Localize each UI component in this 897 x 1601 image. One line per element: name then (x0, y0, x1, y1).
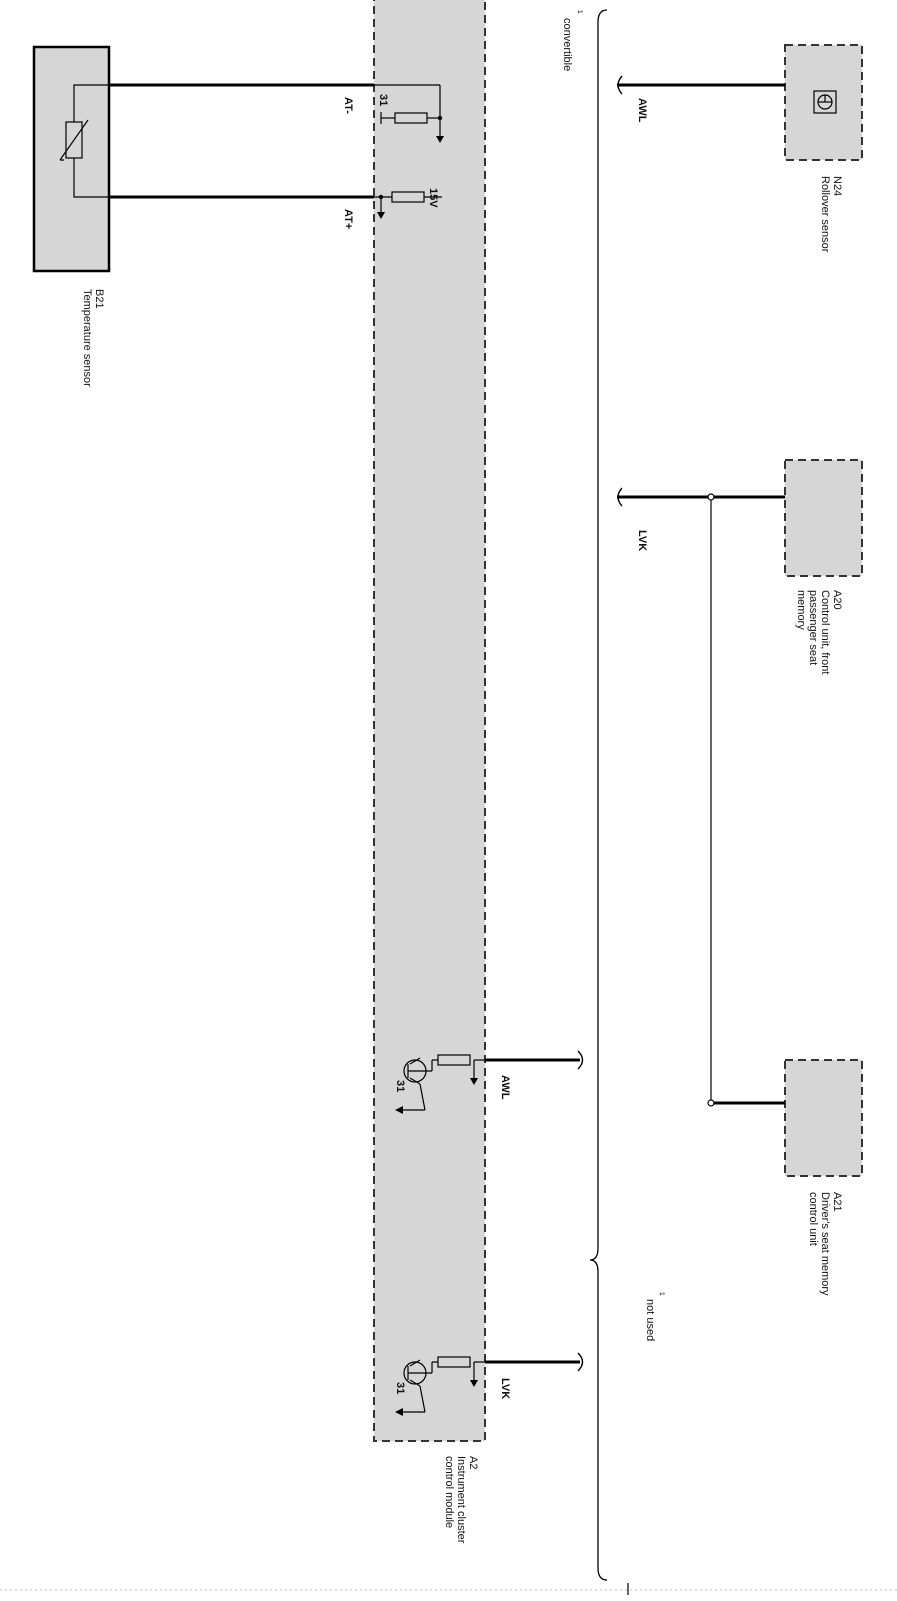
a2-awl-driver-circuit (399, 1054, 485, 1111)
not-used-label: not used (644, 1299, 656, 1341)
convertible-mark: ¹ (572, 10, 584, 14)
connector-awl-output (577, 1050, 584, 1070)
connector-lvk-output (577, 1352, 584, 1372)
ground-31-label-awl: 31 (394, 1080, 406, 1092)
connector-awl-n24 (617, 75, 623, 95)
a20-name-line3: memory (795, 590, 807, 630)
a2-code: A2 (467, 1456, 479, 1469)
b21-thermistor-slash (59, 119, 89, 161)
a2-instrument-cluster-box (373, 0, 486, 1442)
a2-at-minus-ground-arrow (436, 136, 444, 143)
a2-name-line1: Instrument cluster (455, 1456, 467, 1544)
a2-awl-ground-arrow (470, 1078, 478, 1085)
b21-temperature-sensor (32, 45, 111, 273)
awl-label-n24: AWL (636, 98, 648, 123)
supply-15v-label: 15V (427, 188, 439, 208)
b21-housing (32, 45, 111, 273)
a20-code: A20 (831, 590, 843, 610)
a20-name-line2: passenger seat (807, 590, 819, 665)
a2-lvk-driver-circuit (399, 1356, 485, 1413)
a21-control-unit-box (784, 1059, 863, 1177)
not-used-mark: ¹ (654, 1292, 666, 1296)
a21-name-line1: Driver's seat memory (819, 1192, 831, 1296)
n24-code: N24 (831, 176, 843, 196)
a2-at-plus-junction (378, 194, 384, 200)
a21-name-line2: control unit (807, 1192, 819, 1246)
ground-31-label-at: 31 (377, 94, 389, 106)
a20-control-unit-box (784, 459, 863, 577)
a2-name-line2: control module (443, 1456, 455, 1528)
connector-lvk-a20 (617, 487, 623, 507)
ground-31-label-lvk: 31 (394, 1382, 406, 1394)
b21-name: Temperature sensor (81, 289, 93, 387)
a2-lvk-ground-arrow-31 (395, 1408, 403, 1416)
b21-code: B21 (93, 289, 105, 309)
at-minus-label: AT- (342, 97, 354, 114)
lvk-label-output: LVK (499, 1378, 511, 1399)
convertible-label: convertible (561, 18, 573, 71)
n24-name: Rollover sensor (819, 176, 831, 253)
awl-label-output: AWL (499, 1075, 511, 1100)
lvk-splice-top (707, 493, 715, 501)
a21-code: A21 (831, 1192, 843, 1212)
at-plus-label: AT+ (342, 209, 354, 229)
a2-at-minus-junction (437, 115, 443, 121)
a2-at-plus-ground-arrow (377, 212, 385, 219)
lvk-label-a20: LVK (636, 530, 648, 551)
n24-sensor-icon (813, 90, 837, 114)
option-brace (589, 9, 608, 1581)
a2-awl-ground-arrow-31 (395, 1106, 403, 1114)
lvk-splice-bottom (707, 1099, 715, 1107)
a2-lvk-ground-arrow (470, 1380, 478, 1387)
a20-name-line1: Control unit, front (819, 590, 831, 674)
